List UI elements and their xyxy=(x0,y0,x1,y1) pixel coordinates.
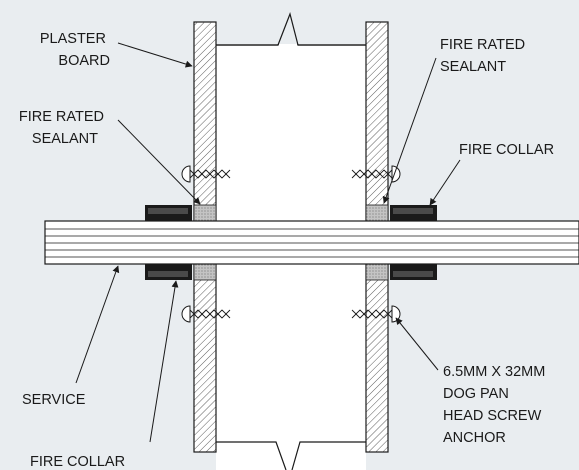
service-pipe xyxy=(44,220,579,265)
fire-collar-right xyxy=(390,205,437,280)
label-screw-anchor: 6.5MM X 32MM DOG PAN HEAD SCREW ANCHOR xyxy=(443,364,549,446)
sealant-left-bottom xyxy=(193,263,217,281)
label-fire-collar-bottom: FIRE COLLAR xyxy=(30,454,125,470)
label-plaster-board: PLASTER BOARD xyxy=(40,31,110,69)
leader-sealant-left xyxy=(117,119,201,205)
leader-fire-collar-right xyxy=(429,159,461,206)
screw-anchor-left-bottom xyxy=(181,305,231,323)
leader-plaster-board xyxy=(117,42,193,68)
leader-sealant-right xyxy=(382,57,437,204)
screw-anchor-left-top xyxy=(181,165,231,183)
label-fire-rated-sealant-right: FIRE RATED SEALANT xyxy=(440,37,529,75)
label-fire-collar-right: FIRE COLLAR xyxy=(459,142,554,158)
leader-fire-collar-bottom xyxy=(149,280,179,443)
sealant-right-bottom xyxy=(365,263,389,281)
screw-anchor-right-top xyxy=(351,165,401,183)
fire-collar-left xyxy=(145,205,192,280)
sealant-left-top xyxy=(193,204,217,222)
leader-screw-anchor xyxy=(395,317,439,371)
label-fire-rated-sealant-left: FIRE RATED SEALANT xyxy=(19,109,108,147)
label-service: SERVICE xyxy=(22,392,86,408)
leader-service xyxy=(75,265,120,384)
sealant-right-top xyxy=(365,204,389,222)
bottom-break-line xyxy=(216,441,287,470)
